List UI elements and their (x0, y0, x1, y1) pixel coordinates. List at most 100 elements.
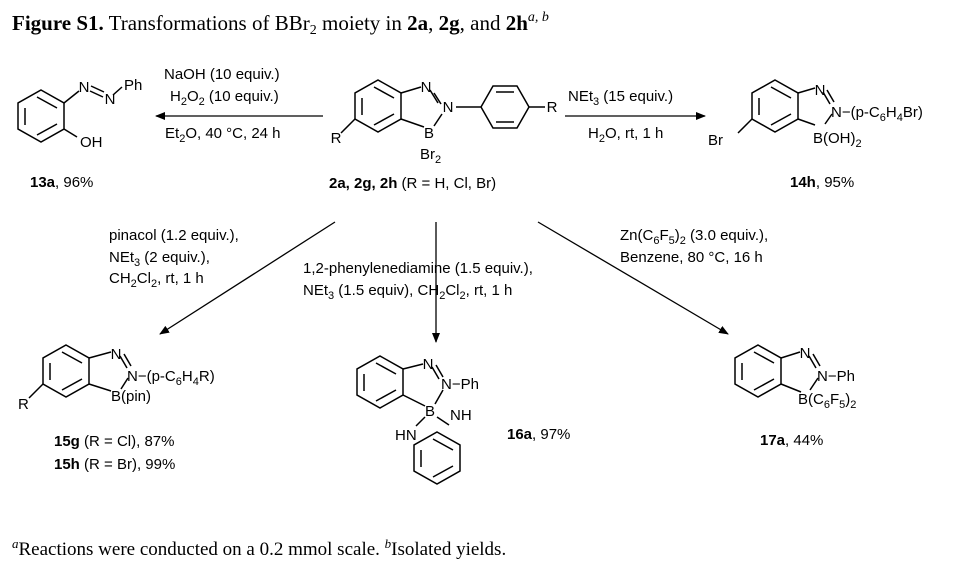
h-text: H (182, 368, 193, 385)
conditions-17a-line2: Benzene, 80 °C, 16 h (620, 249, 763, 266)
caption-compound-2g: 2g (439, 11, 461, 35)
conditions-14h-line1: NEt3 (15 equiv.) (568, 88, 673, 108)
compound-id: 15h (54, 456, 80, 473)
n-phenyl-label: N−Ph (817, 368, 855, 385)
text: (10 equiv.) (205, 88, 279, 105)
arrow-to-17a (537, 221, 729, 335)
caption-mid: moiety in (317, 11, 407, 35)
compound-id: 16a (507, 426, 533, 443)
text: H (170, 88, 181, 105)
compound-label-13a: 13a, 96% (30, 174, 93, 191)
atom-n-label: N (421, 79, 432, 96)
atom-n-label: N (105, 91, 116, 108)
conditions-15-line1: pinacol (1.2 equiv.), (109, 227, 239, 244)
text: Zn(C (620, 227, 654, 244)
text: ) (675, 227, 680, 244)
subscript: 3 (134, 257, 140, 269)
structure-15 (28, 344, 132, 399)
text: , rt, 1 h (157, 270, 204, 287)
conditions-15-line2: NEt3 (2 equiv.), (109, 249, 210, 269)
conditions-15-line3: CH2Cl2, rt, 1 h (109, 270, 204, 290)
arrow-to-15 (159, 221, 336, 335)
boronic-acid-label: B(OH)2 (813, 130, 862, 150)
text: Cl (137, 270, 151, 287)
footnote-text-b: Isolated yields. (391, 539, 506, 560)
b-oh-text: B(OH) (813, 130, 856, 147)
subscript: 3 (328, 290, 334, 302)
subscript: 2 (850, 399, 856, 411)
footnote: aReactions were conducted on a 0.2 mmol … (12, 536, 506, 560)
subscript: 2 (599, 133, 605, 145)
text: (3.0 equiv.), (686, 227, 768, 244)
b-text: B(C (798, 391, 824, 408)
text: (2 equiv.), (140, 249, 210, 266)
compound-id: 2a, 2g, 2h (329, 175, 397, 192)
substituent-r-label: R (331, 130, 342, 147)
atom-n-label: N (79, 79, 90, 96)
subscript: 6 (653, 235, 659, 247)
figure-label: Figure S1. (12, 11, 104, 35)
atom-n-label: N (443, 99, 454, 116)
conditions-16a-line2: NEt3 (1.5 equiv), CH2Cl2, rt, 1 h (303, 282, 512, 302)
conditions-14h-line2: H2O, rt, 1 h (588, 125, 663, 145)
footnote-mark-a: a (12, 536, 19, 551)
n-aryl-label: N−(p-C6H4Br) (831, 104, 923, 124)
subscript: 4 (897, 112, 903, 124)
bromo-label: Br (708, 132, 723, 149)
atom-n-label: N (800, 345, 811, 362)
compound-id: 15g (54, 433, 80, 450)
figure-title: Figure S1. Transformations of BBr2 moiet… (12, 10, 549, 38)
f-text: F (830, 391, 839, 408)
structure-13a (17, 85, 123, 143)
subscript: 2 (181, 96, 187, 108)
conditions-16a-line1: 1,2-phenylenediamine (1.5 equiv.), (303, 260, 533, 277)
structure-2a (340, 79, 545, 134)
atom-b-label: B (424, 125, 434, 142)
n-phenyl-label: N−Ph (441, 376, 479, 393)
n-aryl-label: N−(p-C6H4R) (127, 368, 215, 388)
text: O (187, 88, 199, 105)
h-text: H (886, 104, 897, 121)
structure-16a (356, 355, 461, 485)
br2-label: Br2 (420, 146, 441, 166)
text: F (659, 227, 668, 244)
text: Cl (445, 282, 459, 299)
br-subscript: 2 (435, 154, 441, 166)
compound-label-14h: 14h, 95% (790, 174, 854, 191)
subscript: 5 (669, 235, 675, 247)
caption-superscript: a, b (528, 10, 549, 25)
compound-id: 13a (30, 174, 56, 191)
text: , rt, 1 h (466, 282, 513, 299)
text: NEt (109, 249, 135, 266)
conditions-13a-line2: H2O2 (10 equiv.) (170, 88, 279, 108)
conditions-13a-line1: NaOH (10 equiv.) (164, 66, 280, 83)
subscript: 2 (459, 290, 465, 302)
compound-label-15h: 15h (R = Br), 99% (54, 456, 175, 473)
substituent-r-label: R (18, 396, 29, 413)
text: CH (109, 270, 131, 287)
caption-compound-2h: 2h (506, 11, 529, 35)
compound-desc: , 96% (55, 174, 93, 191)
br-text: Br) (903, 104, 923, 121)
compound-desc: (R = Cl), 87% (80, 433, 175, 450)
text: (15 equiv.) (599, 88, 673, 105)
conditions-17a-line1: Zn(C6F5)2 (3.0 equiv.), (620, 227, 768, 247)
r-text: R) (199, 368, 215, 385)
substituent-r-label: R (547, 99, 558, 116)
compound-label-15g: 15g (R = Cl), 87% (54, 433, 174, 450)
compound-desc: (R = H, Cl, Br) (397, 175, 496, 192)
text: O, 40 °C, 24 h (185, 125, 280, 142)
conditions-13a-line3: Et2O, 40 °C, 24 h (165, 125, 281, 145)
n-aryl-text: N−(p-C (127, 368, 176, 385)
compound-desc: , 44% (785, 432, 823, 449)
compound-label-17a: 17a, 44% (760, 432, 823, 449)
caption-sep: , (428, 11, 439, 35)
subscript: 4 (193, 376, 199, 388)
br-text: Br (420, 146, 435, 163)
paren-text: ) (845, 391, 850, 408)
atom-n-label: N (111, 346, 122, 363)
compound-desc: , 97% (532, 426, 570, 443)
subscript: 2 (680, 235, 686, 247)
text: O, rt, 1 h (605, 125, 663, 142)
